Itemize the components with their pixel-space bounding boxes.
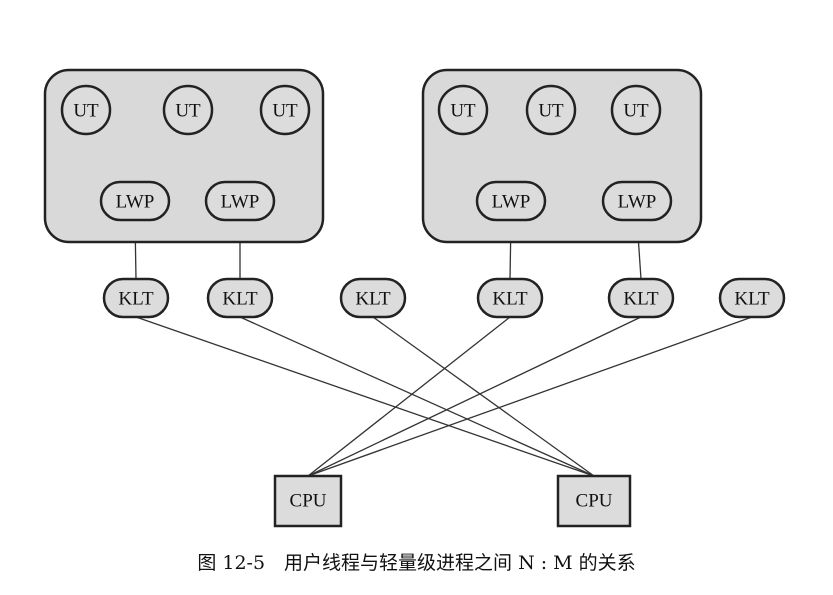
edge-klt3-cpu2 [372, 316, 595, 477]
svg-text:LWP: LWP [116, 192, 155, 213]
svg-text:UT: UT [272, 101, 298, 122]
edge-klt6-cpu1 [307, 316, 753, 477]
edge-klt1-cpu2 [135, 316, 595, 477]
svg-text:LWP: LWP [221, 192, 260, 213]
klt-3: KLT [339, 277, 407, 319]
svg-text:KLT: KLT [222, 289, 258, 310]
figure-caption: 图 12-5 用户线程与轻量级进程之间 N : M 的关系 [197, 552, 636, 574]
klt-4: KLT [476, 277, 544, 319]
svg-text:CPU: CPU [576, 491, 613, 512]
edge-klt2-cpu2 [239, 316, 595, 477]
edge-klt5-cpu1 [307, 316, 642, 477]
cpu-1: CPU [273, 474, 343, 528]
user-thread-5: UT [525, 84, 577, 136]
svg-text:UT: UT [73, 101, 99, 122]
thread-model-diagram: UT UT UT UT UT UT LWP LWP LWP LWP KLT KL… [43, 68, 786, 528]
svg-text:CPU: CPU [290, 491, 327, 512]
lwp-3: LWP [475, 180, 547, 222]
svg-text:LWP: LWP [618, 192, 657, 213]
lwp-2: LWP [204, 180, 276, 222]
user-thread-2: UT [162, 84, 214, 136]
svg-text:KLT: KLT [623, 289, 659, 310]
user-thread-3: UT [259, 84, 311, 136]
svg-text:UT: UT [175, 101, 201, 122]
svg-text:LWP: LWP [492, 192, 531, 213]
user-thread-6: UT [610, 84, 662, 136]
klt-6: KLT [718, 277, 786, 319]
svg-text:UT: UT [450, 101, 476, 122]
svg-text:KLT: KLT [492, 289, 528, 310]
svg-text:KLT: KLT [734, 289, 770, 310]
svg-text:UT: UT [623, 101, 649, 122]
klt-1: KLT [102, 277, 170, 319]
klt-2: KLT [206, 277, 274, 319]
edge-klt4-cpu1 [307, 316, 511, 477]
lwp-1: LWP [99, 180, 171, 222]
svg-text:KLT: KLT [355, 289, 391, 310]
user-thread-4: UT [437, 84, 489, 136]
user-thread-1: UT [60, 84, 112, 136]
klt-5: KLT [607, 277, 675, 319]
lwp-4: LWP [601, 180, 673, 222]
svg-text:KLT: KLT [118, 289, 154, 310]
svg-text:UT: UT [538, 101, 564, 122]
cpu-2: CPU [556, 474, 632, 528]
